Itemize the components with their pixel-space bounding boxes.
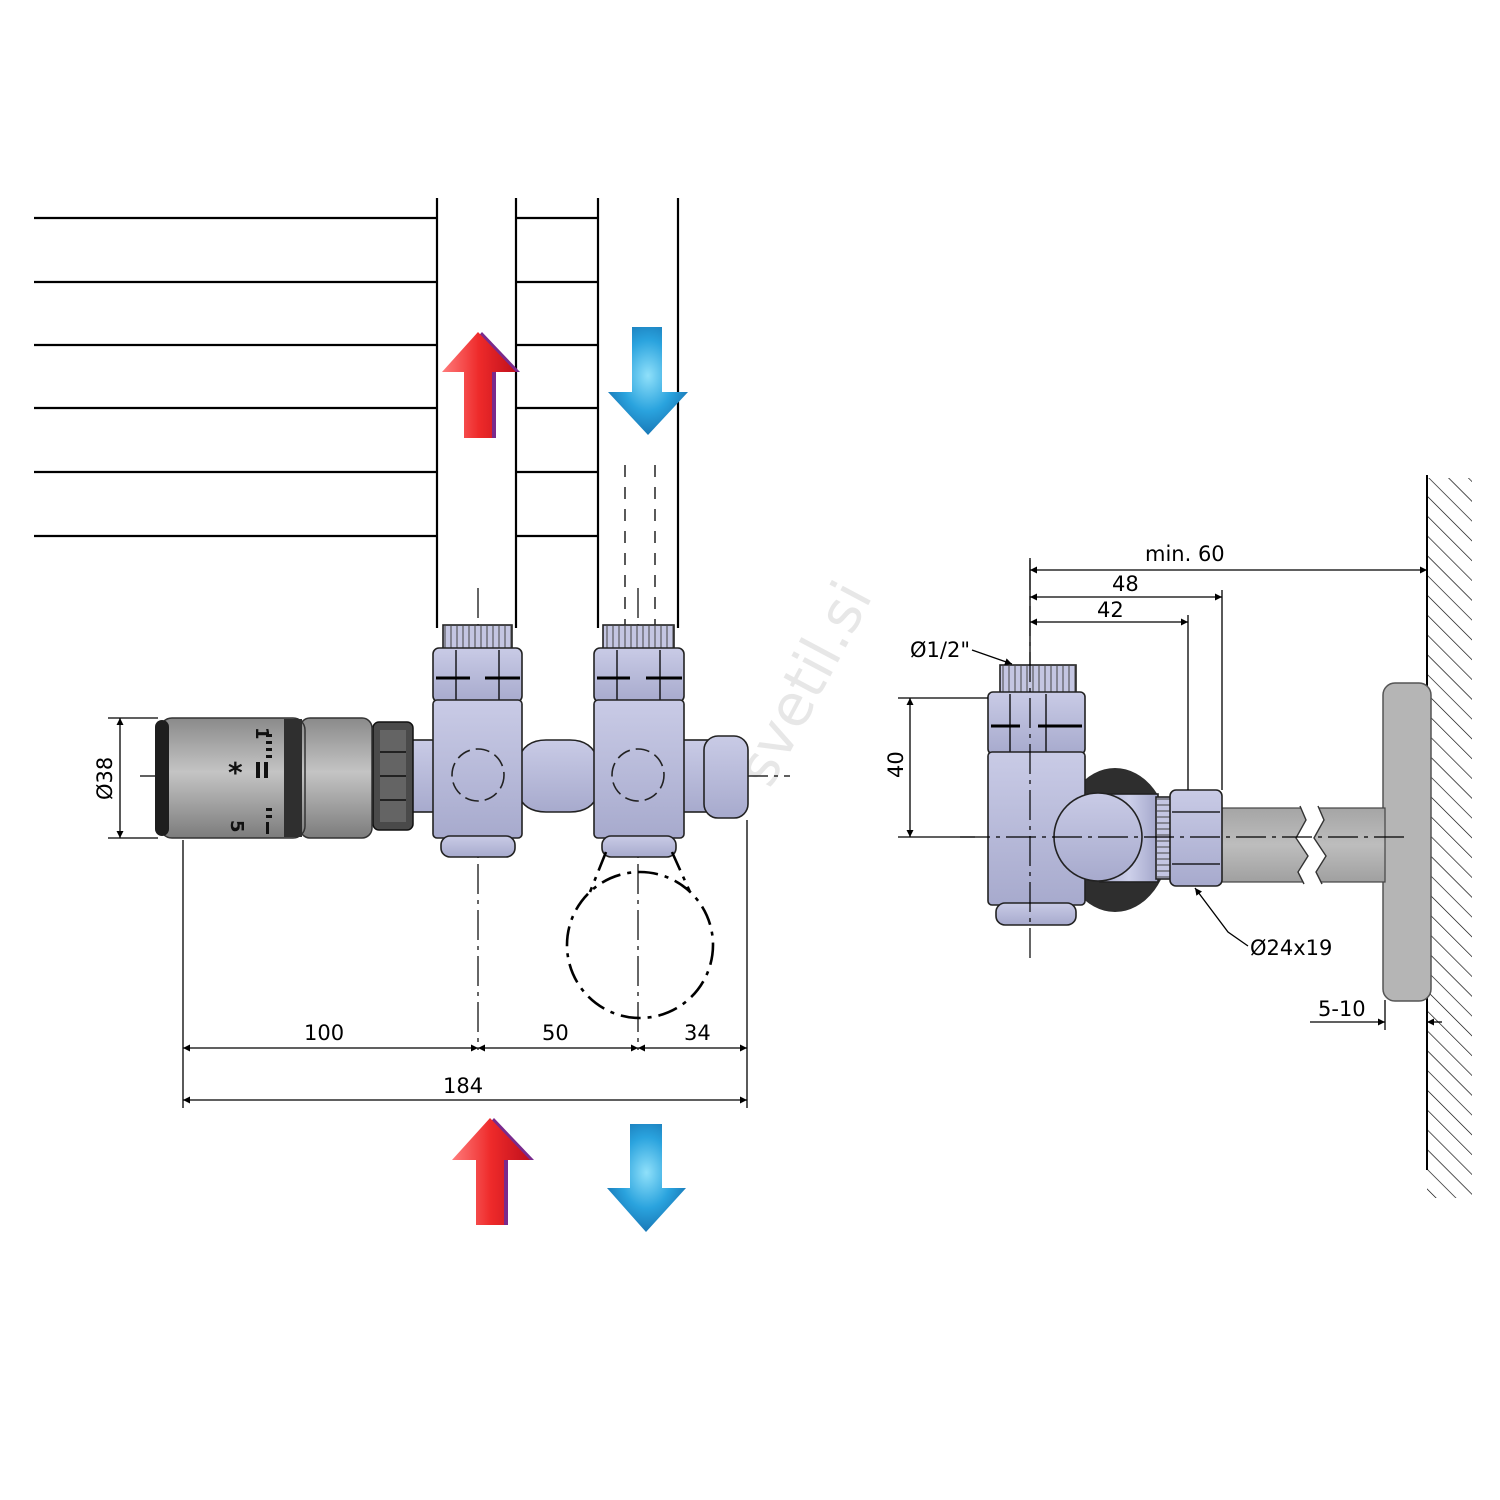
dimension-lines-right [898, 558, 1442, 1030]
dim-184-label: 184 [443, 1074, 483, 1098]
dimension-lines-left [108, 717, 748, 1108]
dim-34-label: 34 [684, 1021, 711, 1045]
wall [1426, 475, 1472, 1198]
hidden-tube-lines [624, 465, 656, 625]
outlet-port-hidden [611, 748, 665, 802]
cold-flow-down-arrow-icon [608, 327, 688, 435]
inlet-body [432, 699, 523, 839]
dial-mark-star: * [228, 756, 243, 789]
dial-ticks [256, 734, 272, 834]
radiator-fins [34, 216, 598, 538]
dim-5-10-label: 5-10 [1318, 997, 1366, 1021]
dim-42-label: 42 [1097, 598, 1124, 622]
dim-100-label: 100 [304, 1021, 344, 1045]
side-thread [1000, 665, 1076, 693]
inlet-nut [432, 647, 523, 703]
dim-48-label: 48 [1112, 572, 1139, 596]
valve-body-side [987, 664, 1223, 926]
compression-nut [1169, 789, 1223, 887]
nut-size-label: Ø24x19 [1250, 936, 1332, 960]
outlet-bottom-cap [601, 835, 677, 858]
outlet-nut [593, 647, 685, 703]
wall-rosette [1382, 682, 1432, 1002]
dial-mark-5: 5 [226, 820, 247, 833]
inlet-port-hidden [451, 748, 505, 802]
head-rear-section [299, 717, 373, 839]
hot-flow-up-arrow-icon [442, 332, 520, 438]
dim-min60-label: min. 60 [1145, 542, 1225, 566]
valve-bridge [517, 739, 599, 813]
dim-40-label: 40 [884, 751, 908, 778]
outlet-thread [603, 625, 674, 650]
outlet-body [593, 699, 685, 839]
thread-size-label: Ø1/2" [910, 638, 970, 662]
inlet-thread [443, 625, 512, 650]
connection-pipe [1219, 805, 1386, 885]
valve-body-front [409, 624, 749, 858]
head-end-cap [155, 720, 169, 836]
cold-flow-down-arrow-icon [607, 1124, 686, 1232]
thermostatic-head: 1 * 5 [155, 717, 414, 839]
dial-mark-1: 1 [251, 727, 272, 740]
connection-circle [565, 851, 715, 1020]
side-cap [703, 735, 749, 819]
side-nut [987, 691, 1086, 755]
inlet-bottom-cap [440, 835, 516, 858]
dim-50-label: 50 [542, 1021, 569, 1045]
radiator-pipes [435, 198, 680, 628]
head-diameter-label: Ø38 [93, 757, 117, 800]
side-bottom-cap [995, 902, 1077, 926]
hot-flow-up-arrow-icon [452, 1118, 534, 1225]
